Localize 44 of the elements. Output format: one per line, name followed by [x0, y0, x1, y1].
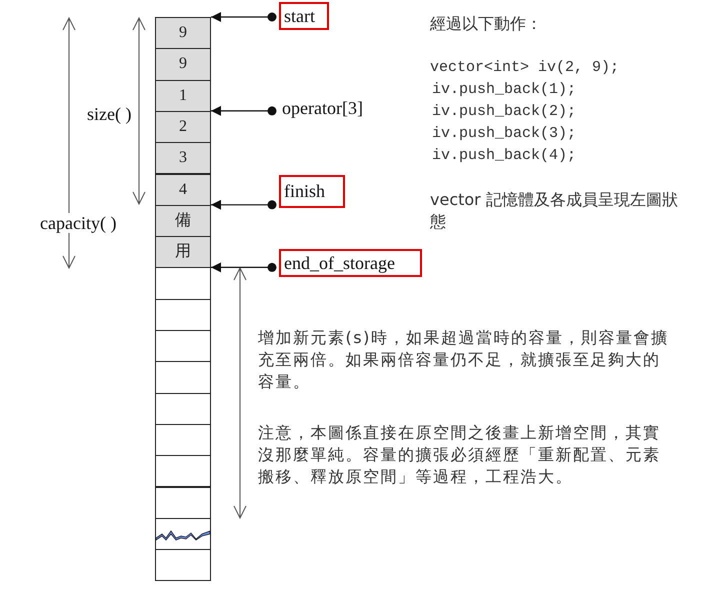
- memory-cell: [155, 17, 211, 50]
- memory-cell: [155, 455, 211, 488]
- cell-value: 1: [179, 86, 187, 105]
- memory-cell: [155, 48, 211, 81]
- memory-cell: [155, 330, 211, 362]
- pointer-label: finish: [279, 175, 345, 208]
- memory-cell: [155, 142, 211, 174]
- memory-cell: [155, 361, 211, 394]
- memory-cell: [155, 392, 211, 425]
- pointer-label: end_of_storage: [279, 249, 422, 277]
- note-paragraph: 增加新元素(s)時，如果超過當時的容量，則容量會擴充至兩倍。如果兩倍容量仍不足，就擴張至足夠大的容量。: [258, 327, 670, 393]
- pointer-text: operator[3]: [279, 97, 379, 123]
- cell-value: 4: [179, 180, 187, 198]
- code-line: vector<int> iv(2, 9);: [430, 58, 620, 78]
- cell-value: 備: [175, 212, 191, 230]
- note-paragraph: 注意，本圖係直接在原空間之後畫上新增空間，其實沒那麼單純。容量的擴張必須經歷「重新配置、元素搬移、釋放原空間」等過程，工程浩大。: [258, 422, 662, 488]
- memory-cell: [155, 236, 211, 268]
- memory-cell: [155, 298, 211, 331]
- code-line: iv.push_back(3);: [432, 124, 578, 144]
- cell-value: 9: [179, 55, 187, 74]
- pointer-label: start: [279, 2, 329, 30]
- cell-value: 用: [175, 243, 191, 262]
- memory-cell: [155, 518, 211, 550]
- code-line: iv.push_back(2);: [432, 102, 578, 122]
- code-line: iv.push_back(1);: [432, 80, 578, 100]
- dimension-label: capacity( ): [40, 213, 116, 233]
- memory-cell: [155, 110, 211, 144]
- pointer-arrow: [211, 262, 276, 272]
- note-text: vector 記憶體及各成員呈現左圖狀態: [430, 189, 679, 233]
- code-line: iv.push_back(4);: [432, 146, 578, 166]
- memory-cell: [155, 486, 211, 519]
- heading-text: 經過以下動作：: [430, 13, 543, 35]
- cell-value: 9: [179, 24, 187, 42]
- pointer-arrow: [211, 200, 276, 210]
- cell-value: 3: [179, 149, 187, 168]
- memory-cell: [155, 549, 211, 582]
- cell-value: 2: [179, 118, 187, 136]
- memory-cell: [155, 80, 211, 112]
- pointer-arrow: [211, 106, 276, 116]
- memory-cell: [155, 174, 211, 206]
- memory-cell: [155, 267, 211, 300]
- pointer-arrow: [211, 12, 276, 22]
- memory-cell: [155, 424, 211, 456]
- memory-cell: [155, 204, 211, 238]
